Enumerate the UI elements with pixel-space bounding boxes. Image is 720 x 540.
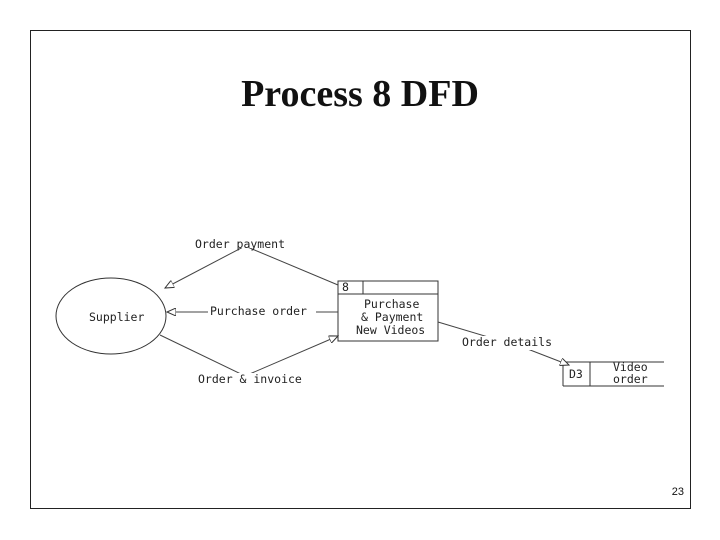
process-label-line-2: & Payment [361,310,423,324]
data-store-label-line-1: Video [613,360,648,374]
data-store-id: D3 [569,367,583,381]
supplier-label: Supplier [89,310,144,324]
flow-order-invoice-line [159,334,338,377]
flow-order-details-label: Order details [462,335,552,349]
process-label-line-1: Purchase [364,297,419,311]
slide-title: Process 8 DFD [241,73,479,115]
process-8-box [337,280,439,342]
data-store-label-line-2: order [613,372,648,386]
slide-frame [30,30,691,509]
page-number: 23 [671,486,684,498]
process-label-line-3: New Videos [356,323,425,337]
flow-purchase-order-label: Purchase order [210,304,307,318]
flow-order-payment-label: Order payment [195,237,285,251]
flow-order-payment-line [165,245,339,288]
flow-order-invoice-label: Order & invoice [198,372,302,386]
process-id: 8 [342,280,349,294]
supplier-entity [55,277,167,355]
